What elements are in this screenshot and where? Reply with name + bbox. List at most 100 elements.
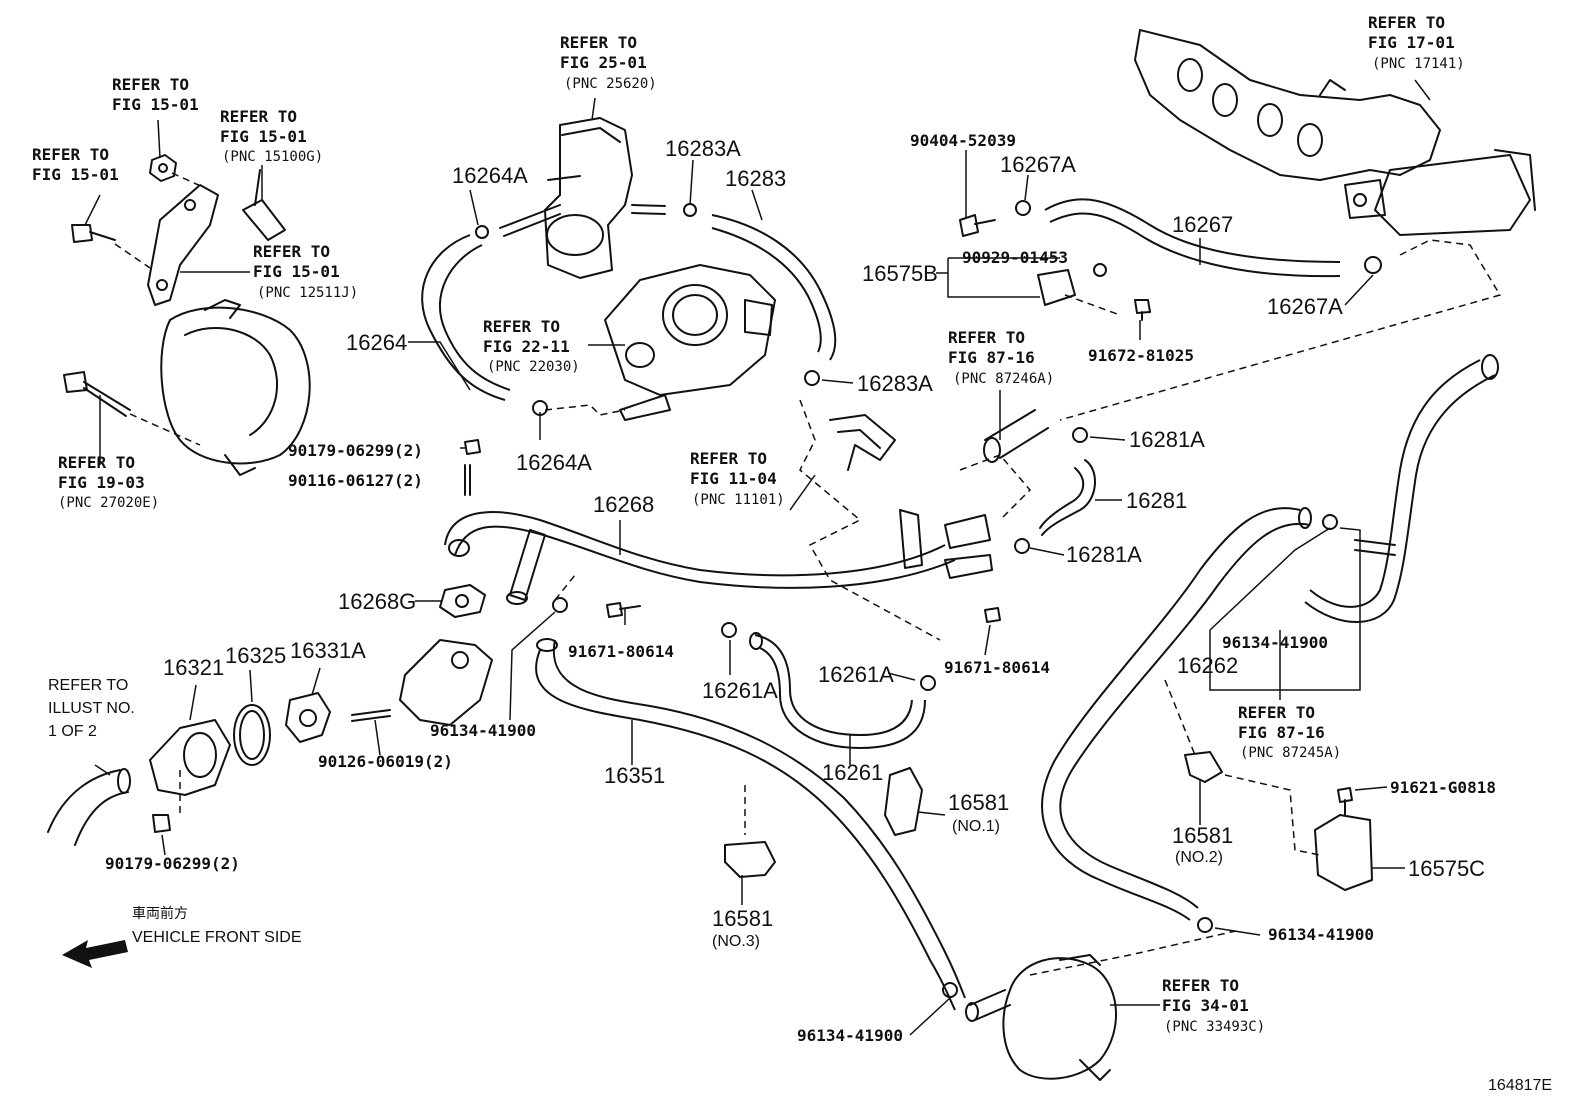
- part-label: 16264: [346, 330, 407, 355]
- bracket-16575C: [1314, 814, 1373, 891]
- refer-line: FIG 22-11: [483, 337, 570, 356]
- part-label: 16281A: [1129, 427, 1205, 452]
- hose-16267: [1044, 198, 1341, 278]
- part-label: 16581: [948, 790, 1009, 815]
- water-inlet-16321: [149, 719, 231, 796]
- part-label: 90116-06127(2): [288, 471, 423, 490]
- refer-line: REFER TO: [948, 328, 1025, 347]
- refer-line: (PNC 11101): [692, 492, 785, 508]
- part-label: 16261A: [702, 678, 778, 703]
- part-label: 16267: [1172, 212, 1233, 237]
- refer-line: (PNC 12511J): [257, 285, 358, 301]
- hose-clip-no3: [724, 841, 776, 878]
- part-label: 16575B: [862, 261, 938, 286]
- refer-line: (PNC 22030): [487, 359, 580, 375]
- alternator-bracket: [147, 184, 219, 306]
- refer-15-01-b: REFER TO FIG 15-01: [112, 75, 199, 114]
- hose-87245A: [1304, 359, 1496, 623]
- part-label: 16325: [225, 643, 286, 668]
- refer-line: REFER TO: [48, 677, 128, 694]
- hose-clip-no1: [884, 767, 923, 836]
- refer-line: (PNC 87246A): [953, 371, 1054, 387]
- refer-line: REFER TO: [1368, 13, 1445, 32]
- refer-line: REFER TO: [1238, 703, 1315, 722]
- refer-line: FIG 15-01: [253, 262, 340, 281]
- dashed-guide: [554, 574, 576, 601]
- refer-line: FIG 87-16: [1238, 723, 1325, 742]
- refer-line: FIG 87-16: [948, 348, 1035, 367]
- dashed-guide: [1224, 774, 1321, 856]
- clamps: [475, 200, 1382, 998]
- part-label: 91671-80614: [568, 642, 674, 661]
- part-label: 16581: [1172, 823, 1233, 848]
- part-label: 91672-81025: [1088, 346, 1194, 365]
- refer-line: REFER TO: [220, 107, 297, 126]
- vehicle-front-arrow: [62, 940, 128, 968]
- refer-line: REFER TO: [32, 145, 109, 164]
- bracket-16575B: [1037, 269, 1076, 306]
- thermostat: [285, 692, 331, 743]
- part-label: 16267A: [1000, 152, 1076, 177]
- pipe-11101: [829, 414, 896, 471]
- dashed-guide: [114, 243, 151, 269]
- dashed-guide: [1029, 929, 1241, 976]
- refer-line: FIG 15-01: [32, 165, 119, 184]
- part-label: 96134-41900: [430, 721, 536, 740]
- part-label: 90179-06299(2): [105, 854, 240, 873]
- leader-lines: [84, 79, 1431, 1036]
- part-label: 96134-41900: [1222, 633, 1328, 652]
- part-label-sub: (NO.2): [1175, 849, 1223, 866]
- refer-25-01: REFER TO FIG 25-01 (PNC 25620): [560, 33, 657, 92]
- part-label: 16268: [593, 492, 654, 517]
- part-label: 16575C: [1408, 856, 1485, 881]
- part-label: 16283: [725, 166, 786, 191]
- part-label: 16281A: [1066, 542, 1142, 567]
- part-label: 16264A: [516, 450, 592, 475]
- part-label: 90126-06019(2): [318, 752, 453, 771]
- dashed-guide: [544, 404, 626, 416]
- refer-line: FIG 19-03: [58, 473, 145, 492]
- bracket-bolt-upper: [71, 224, 116, 243]
- part-label: 96134-41900: [797, 1026, 903, 1045]
- part-label: 16351: [604, 763, 665, 788]
- refer-15-01-d: REFER TO FIG 15-01 (PNC 12511J): [253, 242, 358, 301]
- dashed-guide: [799, 399, 941, 641]
- refer-17-01: REFER TO FIG 17-01 (PNC 17141): [1368, 13, 1465, 72]
- dashed-guide: [1059, 239, 1502, 421]
- refer-11-04: REFER TO FIG 11-04 (PNC 11101): [690, 449, 785, 508]
- hose-16351: [535, 639, 966, 1011]
- part-label: 16268G: [338, 589, 416, 614]
- part-label: 16261: [822, 760, 883, 785]
- part-label: 16581: [712, 906, 773, 931]
- bracket-bolt-lower: [63, 371, 131, 417]
- refer-line: REFER TO: [1162, 976, 1239, 995]
- hose-16283: [711, 214, 837, 361]
- refer-15-01-a: REFER TO FIG 15-01: [32, 145, 119, 184]
- refer-22-11: REFER TO FIG 22-11 (PNC 22030): [483, 317, 580, 375]
- refer-line: FIG 11-04: [690, 469, 777, 488]
- refer-line: (PNC 27020E): [58, 495, 159, 511]
- hose-16281: [1039, 459, 1097, 536]
- part-label: 16331A: [290, 638, 366, 663]
- dashed-guide: [1064, 294, 1121, 316]
- throttle-body: [604, 264, 776, 421]
- bracket-nut: [149, 154, 177, 182]
- refer-19-03: REFER TO FIG 19-03 (PNC 27020E): [58, 453, 159, 511]
- refer-line: FIG 15-01: [112, 95, 199, 114]
- egr-valve: [499, 117, 666, 279]
- direction-label-en: VEHICLE FRONT SIDE: [132, 929, 302, 946]
- part-label-sub: (NO.1): [952, 818, 1000, 835]
- part-label: 96134-41900: [1268, 925, 1374, 944]
- dashed-guide: [959, 454, 1032, 521]
- thermostat-gasket: [233, 704, 271, 766]
- bolts: [464, 214, 1353, 816]
- hose-87246A: [984, 409, 1049, 459]
- part-label: 16261A: [818, 662, 894, 687]
- part-label: 91671-80614: [944, 658, 1050, 677]
- part-labels: 16264A 16264 16264A 16283A 16283 16283A …: [105, 131, 1496, 1045]
- refer-line: FIG 25-01: [560, 53, 647, 72]
- part-label-sub: (NO.3): [712, 933, 760, 950]
- refer-87-16-b: REFER TO FIG 87-16 (PNC 87245A): [1238, 703, 1341, 761]
- refer-line: (PNC 33493C): [1164, 1019, 1265, 1035]
